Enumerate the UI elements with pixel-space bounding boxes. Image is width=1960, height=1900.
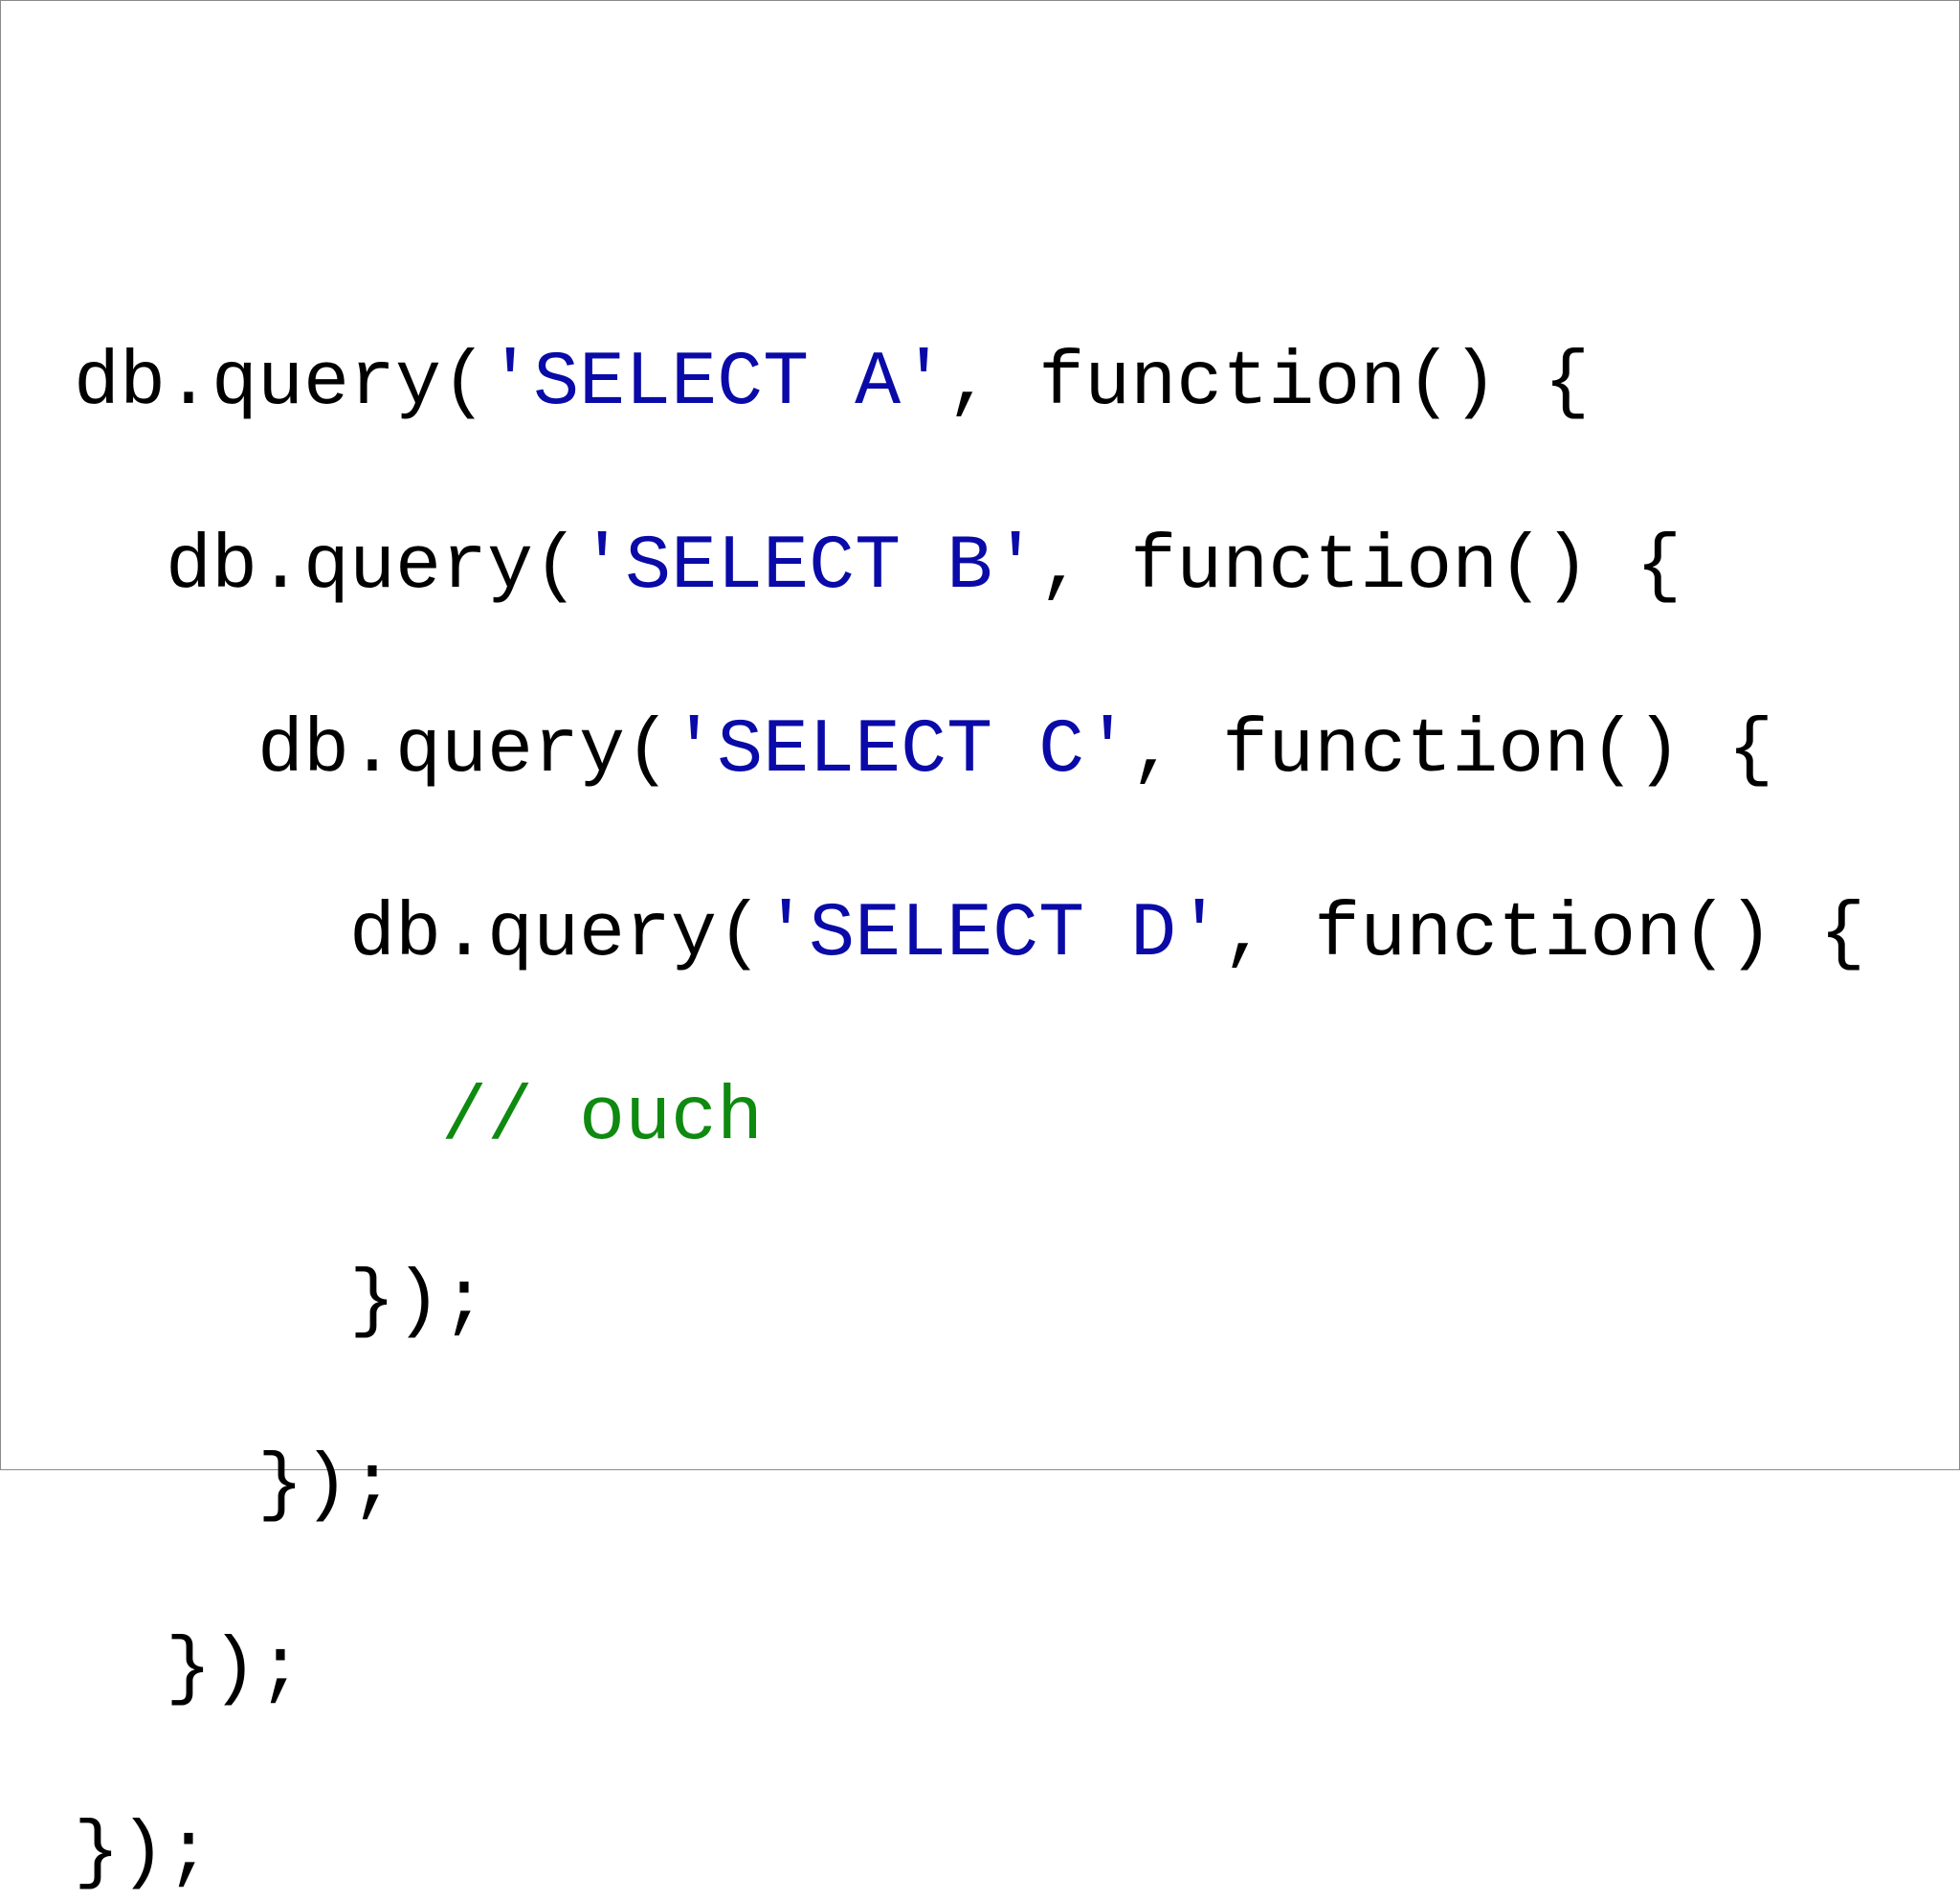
code-string: 'SELECT D' <box>763 891 1223 978</box>
code-close: }); <box>74 1810 212 1897</box>
code-close: }); <box>257 1442 396 1530</box>
code-line: db.query('SELECT B', function() { <box>74 522 1865 614</box>
code-call: db.query( <box>74 340 488 427</box>
code-function-open: , function() { <box>1222 891 1866 978</box>
code-string: 'SELECT A' <box>487 340 947 427</box>
code-string: 'SELECT B' <box>579 524 1039 611</box>
code-function-open: , function() { <box>947 340 1591 427</box>
code-call: db.query( <box>166 524 580 611</box>
code-call: db.query( <box>257 707 672 794</box>
code-close: }); <box>349 1259 488 1346</box>
code-comment: // ouch <box>441 1075 764 1162</box>
code-function-open: , function() { <box>1038 524 1682 611</box>
code-line: db.query('SELECT C', function() { <box>74 705 1865 797</box>
code-call: db.query( <box>349 891 764 978</box>
code-string: 'SELECT C' <box>671 707 1131 794</box>
code-close: }); <box>166 1626 304 1713</box>
code-line: db.query('SELECT A', function() { <box>74 338 1865 430</box>
code-block: db.query('SELECT A', function() { db.que… <box>74 338 1865 1900</box>
code-function-open: , function() { <box>1130 707 1774 794</box>
code-line: db.query('SELECT D', function() { <box>74 889 1865 981</box>
